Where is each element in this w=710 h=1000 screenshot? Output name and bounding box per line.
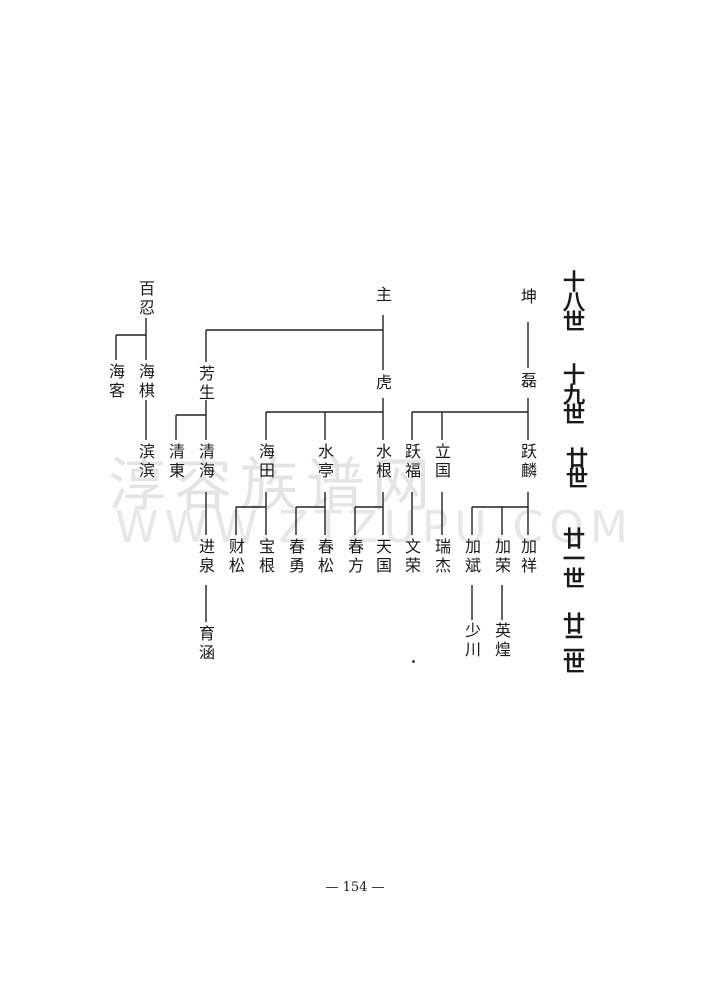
person-name: 跃福 bbox=[402, 443, 421, 481]
person-name: 春方 bbox=[345, 538, 364, 576]
person-name: 加祥 bbox=[518, 538, 537, 576]
person-name: 文荣 bbox=[402, 538, 421, 576]
person-name: 磊 bbox=[518, 372, 537, 391]
scan-speck bbox=[412, 660, 415, 663]
person-name: 清海 bbox=[196, 443, 215, 481]
generation-label: 十九世 bbox=[559, 363, 585, 423]
generation-label: 廿一世 bbox=[559, 527, 585, 587]
person-name: 天国 bbox=[373, 538, 392, 576]
person-name: 海田 bbox=[256, 443, 275, 481]
person-name: 少川 bbox=[462, 622, 481, 660]
page-number: — 154 — bbox=[325, 880, 385, 895]
person-name: 水亭 bbox=[315, 443, 334, 481]
person-name: 滨滨 bbox=[136, 443, 155, 481]
person-name: 宝根 bbox=[256, 538, 275, 576]
person-name: 主 bbox=[373, 286, 392, 305]
person-name: 春松 bbox=[315, 538, 334, 576]
person-name: 海客 bbox=[106, 363, 125, 401]
person-name: 跃麟 bbox=[518, 443, 537, 481]
generation-label: 廿世 bbox=[562, 447, 588, 487]
person-name: 育涵 bbox=[196, 625, 215, 663]
person-name: 虎 bbox=[373, 374, 392, 393]
person-name: 财松 bbox=[226, 538, 245, 576]
person-name: 英煌 bbox=[492, 622, 511, 660]
generation-label: 廿二世 bbox=[559, 612, 585, 672]
person-name: 加荣 bbox=[492, 538, 511, 576]
person-name: 水根 bbox=[373, 443, 392, 481]
person-name: 立国 bbox=[432, 443, 451, 481]
person-name: 清東 bbox=[166, 443, 185, 481]
person-name: 百忍 bbox=[136, 280, 155, 318]
person-name: 加斌 bbox=[462, 538, 481, 576]
person-name: 瑞杰 bbox=[432, 538, 451, 576]
person-name: 坤 bbox=[518, 288, 537, 307]
person-name: 芳生 bbox=[196, 365, 215, 403]
generation-label: 十八世 bbox=[559, 270, 585, 330]
person-name: 春勇 bbox=[286, 538, 305, 576]
watermark-latin: WWW.ZTZUPU.COM bbox=[115, 502, 634, 553]
person-name: 进泉 bbox=[196, 538, 215, 576]
person-name: 海棋 bbox=[136, 363, 155, 401]
